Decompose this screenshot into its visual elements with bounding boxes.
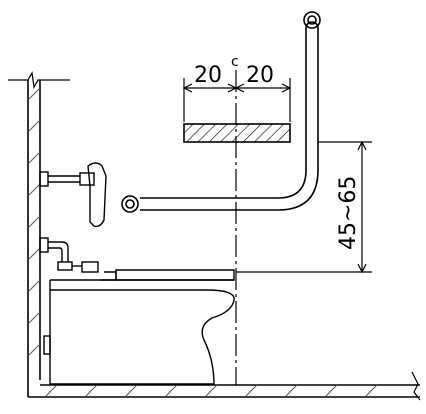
hatched-wall-block (183, 123, 291, 143)
flush-valve (39, 237, 99, 273)
dimension-right-label: 20 (246, 63, 274, 88)
width-dimension (182, 78, 292, 122)
floor (27, 371, 421, 401)
left-wall (8, 71, 70, 385)
grab-bar (121, 11, 321, 213)
centerline-symbol: c (231, 54, 239, 70)
height-range-label: 45~65 (336, 176, 361, 250)
toilet (43, 269, 235, 386)
height-dimension (236, 140, 372, 274)
dimension-left-label: 20 (194, 63, 222, 88)
toilet-paper-holder (39, 162, 107, 228)
